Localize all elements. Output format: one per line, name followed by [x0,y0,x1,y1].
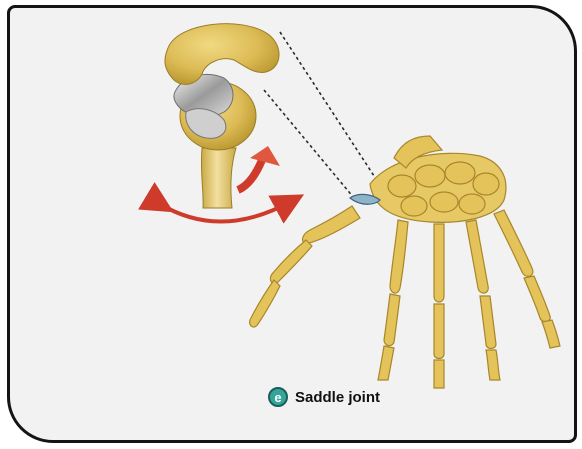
upper-bone [165,24,279,85]
callout-lines [264,32,378,198]
saddle-joint-illustration [10,8,574,440]
hand-skeleton [250,136,560,388]
caption-label: Saddle joint [295,389,380,406]
caption-letter-badge: e [268,387,288,407]
figure-caption: e Saddle joint [268,387,380,407]
figure-frame: e Saddle joint [7,5,577,443]
